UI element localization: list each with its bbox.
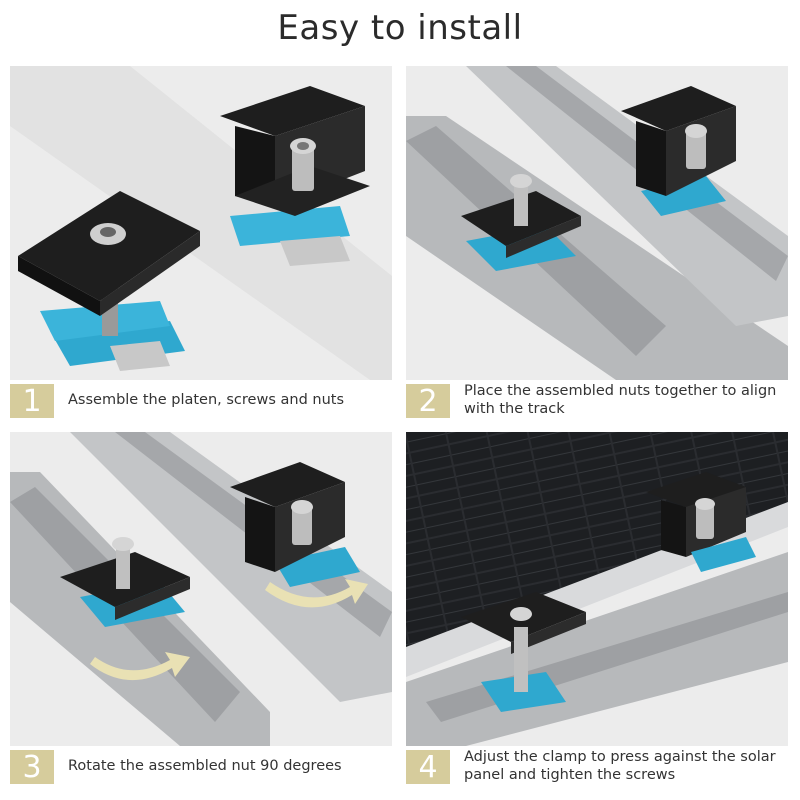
step-3-photo [10,432,392,746]
step-1-photo [10,66,392,380]
step-1-text: Assemble the platen, screws and nuts [68,392,344,408]
step-4-caption: 4 Adjust the clamp to press against the … [406,746,788,786]
rail-back [466,66,788,326]
step-3-number: 3 [10,750,54,785]
page-title: Easy to install [277,8,523,48]
mid-clamp-graphic [18,191,200,371]
step-2-text: Place the assembled nuts together to ali… [464,383,777,417]
step-2-photo [406,66,788,380]
end-clamp-graphic [220,86,370,266]
step-3-text: Rotate the assembled nut 90 degrees [68,758,342,774]
step-4-number: 4 [406,750,450,785]
step-1-caption: 1 Assemble the platen, screws and nuts [10,380,392,420]
step-4-photo [406,432,788,746]
step-2-number: 2 [406,384,450,419]
step-1-number: 1 [10,384,54,419]
rotate-arrow-left [90,652,190,681]
rail-front [406,116,788,380]
step-2-caption: 2 Place the assembled nuts together to a… [406,380,788,420]
step-3-caption: 3 Rotate the assembled nut 90 degrees [10,746,392,786]
rotate-arrow-right [265,579,368,608]
step-4-text: Adjust the clamp to press against the so… [464,749,776,783]
